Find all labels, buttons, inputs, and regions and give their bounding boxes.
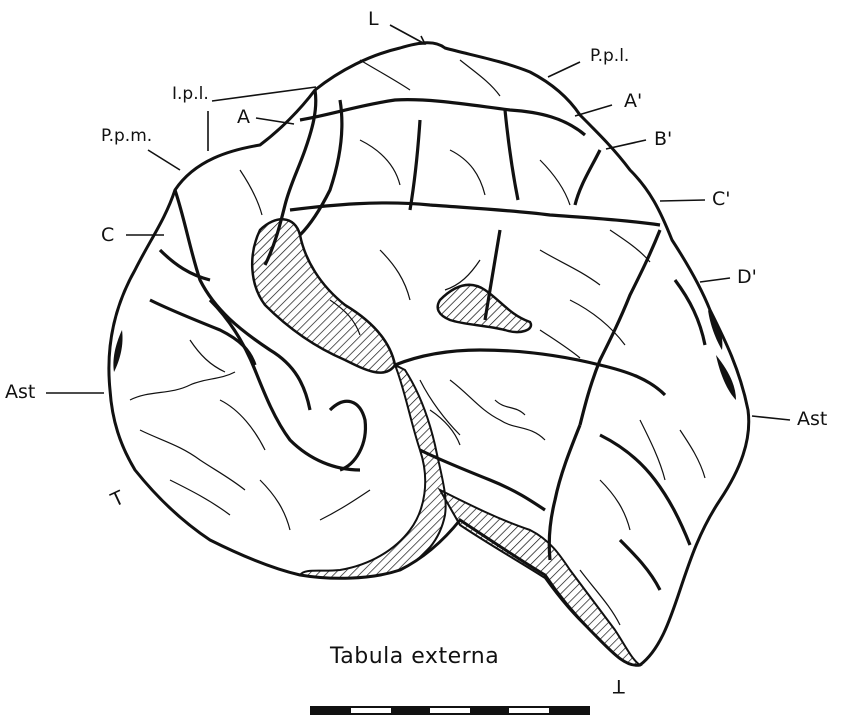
scale-segment xyxy=(549,708,588,713)
hatched-bottom-strip xyxy=(440,490,640,665)
label-arrows xyxy=(46,25,790,420)
label-ppl: P.p.l. xyxy=(590,48,629,65)
label-ast-right: Ast xyxy=(797,410,827,429)
hatched-region-center xyxy=(438,285,531,332)
label-C-prime: C' xyxy=(712,190,731,209)
scale-segment xyxy=(312,708,351,713)
caption-tabula-externa: Tabula externa xyxy=(330,644,499,669)
scale-segment xyxy=(391,708,430,713)
scale-segment xyxy=(509,708,548,713)
scale-segment xyxy=(351,708,390,713)
label-A-prime: A' xyxy=(624,92,642,111)
label-L: L xyxy=(368,10,379,29)
label-ipl: I.p.l. xyxy=(172,86,209,103)
scale-bar xyxy=(310,706,590,715)
label-B-prime: B' xyxy=(654,130,672,149)
edge-shadow-left xyxy=(113,330,122,372)
label-ppm: P.p.m. xyxy=(101,128,152,145)
scale-segment xyxy=(470,708,509,713)
label-D-prime: D' xyxy=(737,268,757,287)
label-T-bottom: T xyxy=(613,676,625,695)
label-A: A xyxy=(237,108,250,127)
scale-segment xyxy=(430,708,469,713)
hatched-channel xyxy=(300,365,446,578)
label-ast-left: Ast xyxy=(5,383,35,402)
label-C: C xyxy=(101,226,114,245)
